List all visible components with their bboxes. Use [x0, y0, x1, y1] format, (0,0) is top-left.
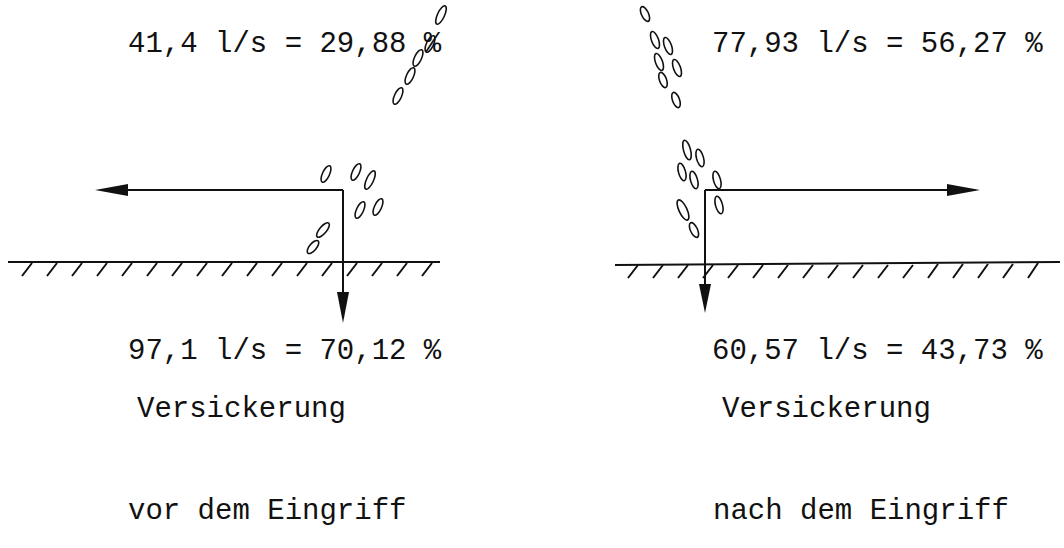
ground-hatch — [22, 263, 432, 276]
arrow-head — [337, 292, 349, 323]
infiltration-value: 60,57 l/s = 43,73 % — [712, 335, 1043, 368]
panel-caption: vor dem Eingriff — [128, 495, 406, 528]
infiltration-arrow — [342, 190, 344, 298]
arrow-head — [947, 184, 980, 196]
infiltration-label: Versickerung — [722, 393, 931, 426]
infiltration-arrow — [704, 190, 706, 290]
infiltration-label: Versickerung — [137, 393, 346, 426]
runoff-arrow — [705, 189, 955, 191]
ground-line — [615, 262, 1060, 265]
arrow-head — [699, 284, 711, 313]
ground-line — [8, 261, 440, 263]
runoff-arrow — [118, 189, 343, 191]
panel-caption: nach dem Eingriff — [713, 495, 1009, 528]
runoff-value: 41,4 l/s = 29,88 % — [128, 28, 441, 61]
runoff-value: 77,93 l/s = 56,27 % — [712, 28, 1043, 61]
infiltration-value: 97,1 l/s = 70,12 % — [128, 335, 441, 368]
ground-hatch — [628, 263, 1038, 278]
arrow-head — [95, 184, 128, 196]
